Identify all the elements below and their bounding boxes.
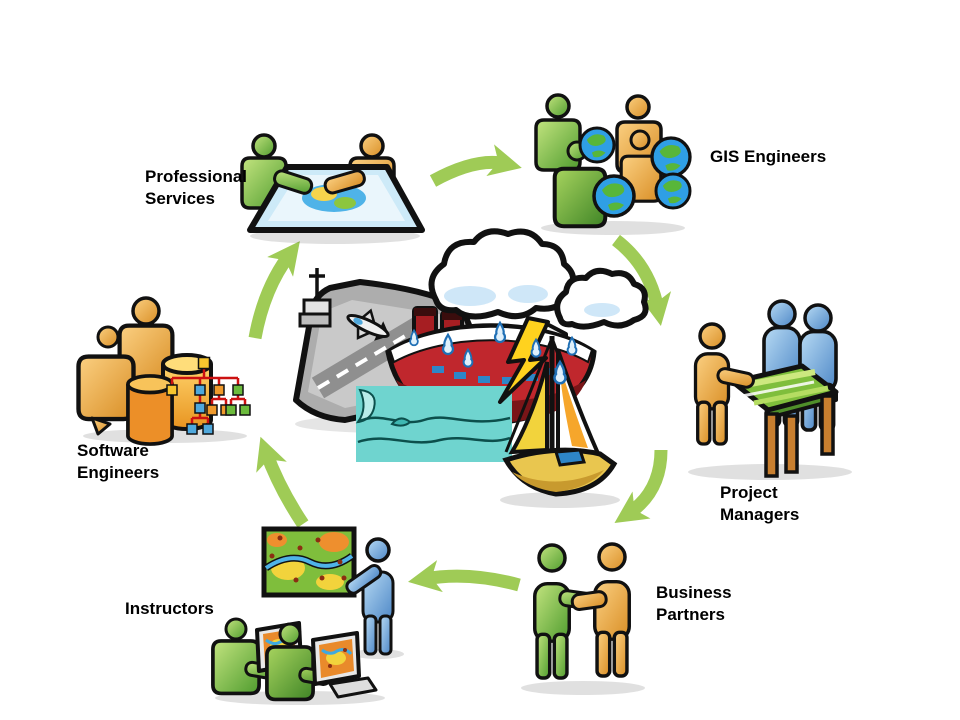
flow-arrow-pm-to-bp xyxy=(614,449,668,524)
ocean-water-icon xyxy=(355,386,512,462)
center-illustration xyxy=(293,228,649,508)
label-instructors: Instructors xyxy=(125,599,214,618)
flow-arrow-ps-to-gis xyxy=(429,144,522,187)
label-business-partners: Business Partners xyxy=(656,583,732,624)
sailboat-icon xyxy=(502,336,618,497)
business-partners-icon xyxy=(521,542,645,695)
flow-arrow-gis-to-pm xyxy=(611,234,672,326)
label-gis-engineers: GIS Engineers xyxy=(710,147,827,166)
flow-arrow-sw-to-ps xyxy=(248,241,300,340)
globe-icon xyxy=(654,172,692,210)
software-engineers-icon xyxy=(79,296,251,446)
globe-icon xyxy=(578,126,616,164)
professional-services-icon xyxy=(240,133,425,244)
instructors-icon xyxy=(211,526,404,705)
fighter-jet-icon xyxy=(346,308,390,341)
monitor-icon xyxy=(311,631,378,699)
gis-engineers-icon xyxy=(534,93,692,235)
label-project-managers: Project Managers xyxy=(720,483,800,524)
globe-icon xyxy=(592,174,636,218)
project-managers-icon xyxy=(688,299,852,480)
schema-tree-icon xyxy=(166,356,251,435)
wall-map xyxy=(261,526,357,598)
label-professional-services: Professional Services xyxy=(145,167,248,208)
flow-arrow-instr-to-sw xyxy=(256,436,309,528)
storm-clouds-icon xyxy=(428,228,649,330)
globe-icon xyxy=(650,136,692,178)
cycle-arrows xyxy=(248,144,672,593)
label-software-engineers: Software Engineers xyxy=(77,441,160,482)
planning-table xyxy=(730,363,839,478)
flow-arrow-bp-to-instr xyxy=(408,560,521,593)
database-cylinder-icon xyxy=(126,374,174,446)
